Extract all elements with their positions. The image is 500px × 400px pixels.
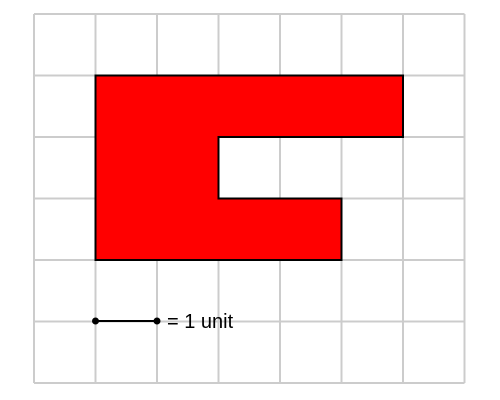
red-shape bbox=[94, 74, 404, 261]
scale-endpoint-right bbox=[153, 317, 161, 325]
scale-label: = 1 unit bbox=[167, 311, 234, 333]
scale-key: = 1 unit bbox=[92, 311, 234, 333]
scale-endpoint-left bbox=[92, 317, 99, 325]
